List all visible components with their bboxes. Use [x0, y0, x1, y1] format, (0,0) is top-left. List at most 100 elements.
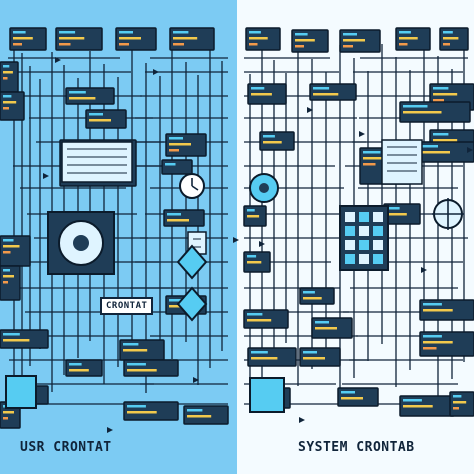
terminal-text-line	[295, 45, 304, 48]
terminal-text-line	[423, 341, 453, 344]
terminal-text-line	[187, 415, 212, 418]
terminal-text-line	[295, 39, 315, 42]
terminal-text-line	[3, 411, 14, 414]
terminal-text-line	[263, 141, 282, 144]
terminal-text-line	[187, 409, 203, 412]
terminal-text-line	[3, 101, 17, 104]
chip-cell	[359, 212, 369, 222]
terminal-window	[309, 83, 357, 101]
terminal-text-line	[387, 207, 400, 210]
arrow-node	[43, 173, 49, 179]
terminal-text-line	[59, 31, 76, 34]
terminal-text-line	[119, 37, 141, 40]
terminal-window	[163, 209, 205, 227]
terminal-text-line	[3, 71, 13, 74]
chip-cell	[345, 254, 355, 264]
terminal-text-line	[69, 91, 86, 94]
terminal-text-line	[123, 349, 148, 352]
terminal-text-line	[3, 333, 20, 336]
terminal-text-line	[247, 255, 257, 258]
terminal-text-line	[303, 297, 322, 300]
terminal-text-line	[251, 351, 268, 354]
terminal-text-line	[169, 143, 191, 146]
chip-cell	[345, 226, 355, 236]
diamond-icon	[176, 286, 208, 322]
document-panel	[61, 141, 133, 183]
terminal-text-line	[3, 107, 9, 110]
arrow-node	[153, 69, 159, 75]
right-panel-title: SYSTEM CRONTAB	[298, 440, 415, 455]
terminal-text-line	[417, 151, 450, 154]
terminal-text-line	[251, 357, 278, 360]
terminal-text-line	[69, 97, 96, 100]
terminal-text-line	[295, 33, 308, 36]
terminal-text-line	[313, 93, 339, 96]
terminal-window	[65, 87, 115, 105]
terminal-text-line	[251, 93, 272, 96]
terminal-text-line	[251, 87, 265, 90]
terminal-text-line	[403, 405, 433, 408]
terminal-text-line	[433, 99, 444, 102]
terminal-text-line	[247, 313, 263, 316]
chip-cell	[359, 254, 369, 264]
terminal-text-line	[343, 33, 357, 36]
arrow-node	[107, 427, 113, 433]
terminal-text-line	[399, 43, 408, 46]
terminal-text-line	[173, 43, 184, 46]
terminal-text-line	[423, 309, 453, 312]
terminal-text-line	[417, 145, 438, 148]
terminal-text-line	[443, 43, 450, 46]
terminal-text-line	[169, 299, 183, 302]
chip-cell	[373, 226, 383, 236]
terminal-text-line	[313, 87, 330, 90]
arrow-node	[307, 107, 313, 113]
terminal-text-line	[119, 43, 129, 46]
terminal-text-line	[13, 37, 33, 40]
terminal-text-line	[123, 343, 139, 346]
terminal-text-line	[167, 219, 189, 222]
terminal-text-line	[3, 417, 8, 420]
arrow-node	[359, 131, 365, 137]
terminal-text-line	[173, 31, 189, 34]
terminal-text-line	[3, 251, 11, 254]
arrow-node	[193, 377, 199, 383]
terminal-window	[161, 159, 193, 175]
terminal-window	[123, 359, 179, 377]
terminal-window	[449, 391, 474, 417]
terminal-window	[419, 331, 474, 357]
terminal-text-line	[3, 281, 8, 284]
terminal-text-line	[59, 37, 85, 40]
terminal-text-line	[127, 405, 146, 408]
terminal-text-line	[453, 407, 459, 410]
terminal-text-line	[127, 369, 157, 372]
arrow-node	[259, 241, 265, 247]
terminal-text-line	[341, 397, 363, 400]
target-crosshair	[432, 198, 464, 230]
terminal-text-line	[263, 135, 275, 138]
terminal-text-line	[127, 363, 146, 366]
diamond-icon	[176, 244, 208, 280]
terminal-text-line	[249, 43, 258, 46]
arrow-node	[421, 267, 427, 273]
vault-hub	[73, 235, 89, 251]
terminal-text-line	[343, 39, 365, 42]
chip-icon	[249, 377, 285, 413]
terminal-text-line	[363, 163, 376, 166]
chip-cell	[345, 240, 355, 250]
terminal-text-line	[59, 43, 71, 46]
terminal-text-line	[89, 113, 103, 116]
terminal-text-line	[165, 163, 176, 166]
terminal-text-line	[453, 395, 462, 398]
terminal-text-line	[13, 43, 22, 46]
terminal-text-line	[443, 37, 459, 40]
terminal-window	[0, 91, 25, 121]
arrow-node	[467, 147, 473, 153]
terminal-text-line	[247, 319, 272, 322]
clock-hands	[191, 178, 199, 191]
terminal-text-line	[169, 137, 183, 140]
terminal-text-line	[423, 303, 442, 306]
terminal-text-line	[3, 95, 12, 98]
terminal-text-line	[303, 291, 315, 294]
